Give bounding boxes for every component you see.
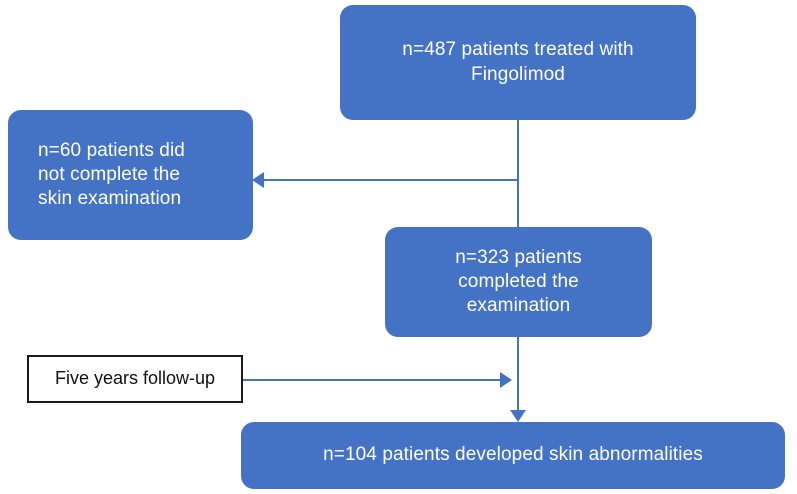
arrowhead-left-icon [252,172,264,188]
node-completed-label: n=323 patients completed the examination [455,246,582,317]
node-treated-label: n=487 patients treated with Fingolimod [402,39,634,85]
connector-completed-to-abnormalities [517,336,519,414]
connector-treated-to-completed [517,119,519,228]
node-five-years-follow-up[interactable]: Five years follow-up [27,355,243,403]
arrowhead-right-icon [500,372,512,388]
node-abnormalities-label: n=104 patients developed skin abnormalit… [323,444,703,466]
node-did-not-complete-label: n=60 patients did not complete the skin … [38,139,185,210]
connector-treated-to-did-not-complete [262,179,518,181]
node-completed-examination[interactable]: n=323 patients completed the examination [385,227,652,337]
arrowhead-down-icon [510,410,526,422]
node-did-not-complete-exam[interactable]: n=60 patients did not complete the skin … [8,110,253,240]
connector-follow-up-to-trunk [243,379,504,381]
node-developed-skin-abnormalities[interactable]: n=104 patients developed skin abnormalit… [241,422,785,489]
node-follow-up-label: Five years follow-up [54,368,216,389]
node-treated-with-fingolimod[interactable]: n=487 patients treated with Fingolimod [340,5,696,120]
